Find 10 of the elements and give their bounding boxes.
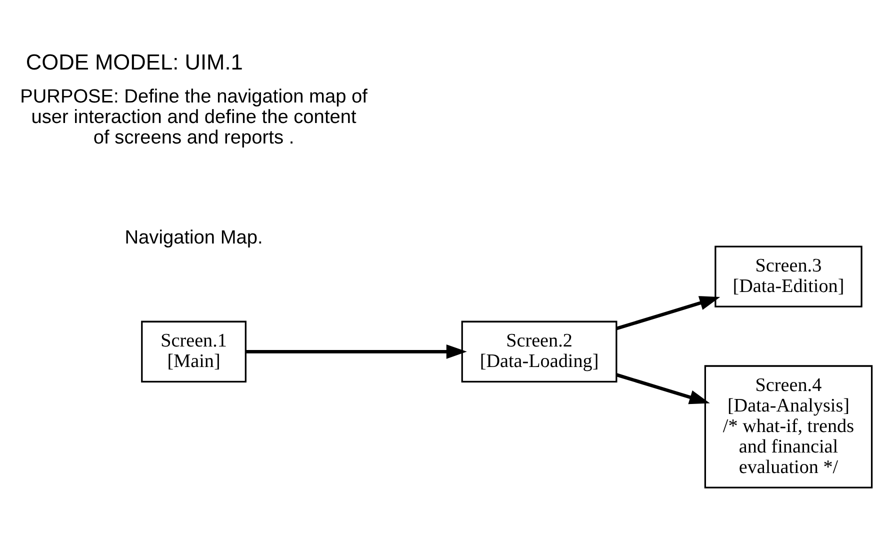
node-box: Screen.2 [Data-Loading] (461, 320, 618, 383)
diagram-title: CODE MODEL: UIM.1 (26, 49, 243, 74)
node-box: Screen.4 [Data-Analysis] /* what-if, trends and financial evaluation */ (704, 365, 873, 488)
label: PURPOSE: Define the navigation map of user interaction and define the content of screens and reports . (20, 86, 368, 149)
label: Navigation Map. (124, 227, 263, 248)
arrow (616, 373, 710, 404)
node-box: Screen.1 [Main] (141, 320, 246, 383)
arrow (246, 344, 467, 359)
node-box: Screen.3 [Data-Edition] (714, 246, 862, 308)
arrow (616, 296, 720, 330)
